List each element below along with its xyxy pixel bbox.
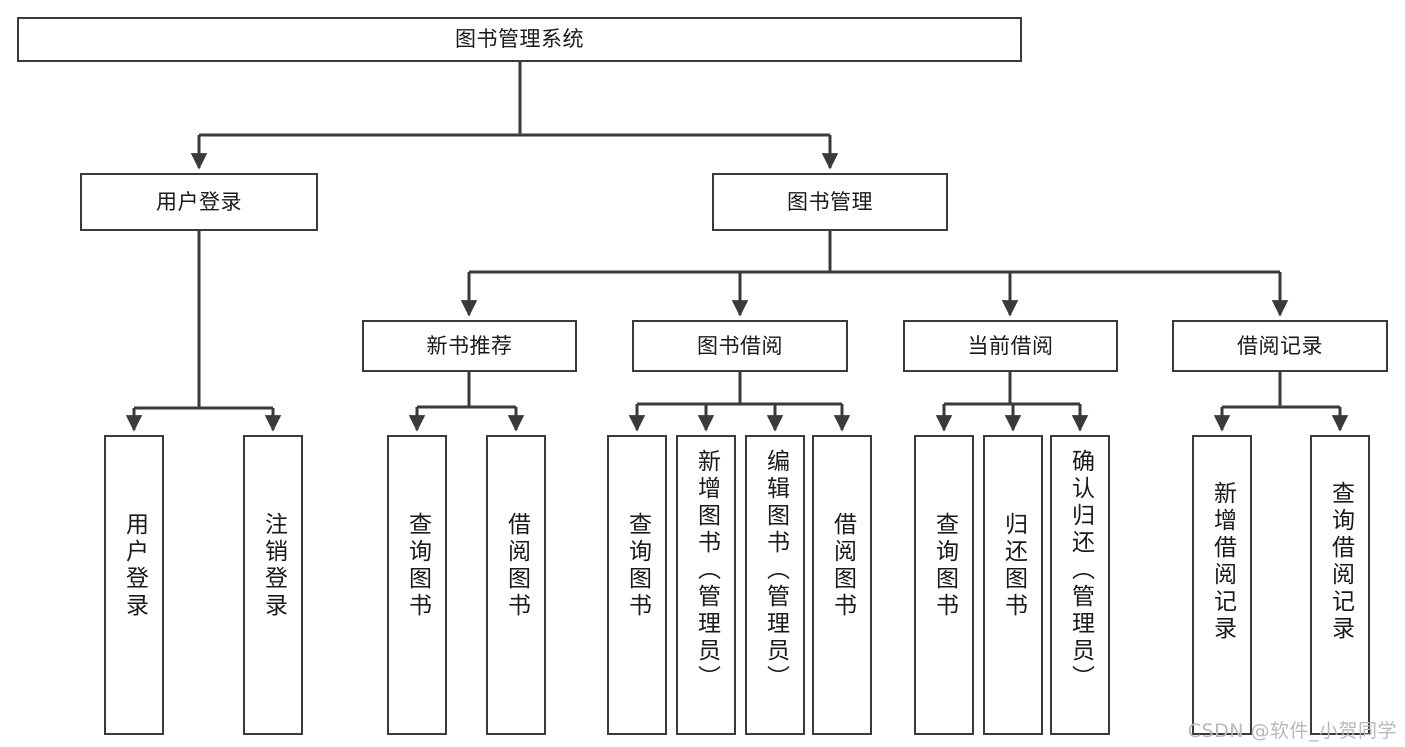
node-leaf-query-book-borrow[interactable]: 查询图书 — [607, 435, 667, 735]
node-book-manage-label: 图书管理 — [787, 189, 873, 214]
node-leaf-query-book-borrow-label: 查询图书 — [624, 512, 651, 620]
node-root[interactable]: 图书管理系统 — [17, 17, 1022, 62]
node-leaf-borrow-book-newbook-label: 借阅图书 — [503, 512, 530, 620]
node-leaf-query-borrow-record[interactable]: 查询借阅记录 — [1310, 435, 1370, 735]
node-leaf-user-login-label: 用户登录 — [121, 512, 148, 620]
node-leaf-logout[interactable]: 注销登录 — [243, 435, 303, 735]
node-root-label: 图书管理系统 — [455, 27, 584, 52]
node-new-book-recommend-label: 新书推荐 — [426, 333, 513, 358]
node-user-login-label: 用户登录 — [156, 189, 242, 214]
node-new-book-recommend[interactable]: 新书推荐 — [362, 320, 577, 372]
node-leaf-query-borrow-record-label: 查询借阅记录 — [1327, 481, 1354, 643]
node-leaf-query-book-current-label: 查询图书 — [931, 512, 958, 620]
node-leaf-add-book-label: 新增图书（管理员） — [693, 449, 720, 692]
node-borrow-record-label: 借阅记录 — [1237, 333, 1323, 358]
node-leaf-borrow-book-borrow-label: 借阅图书 — [829, 512, 856, 620]
node-leaf-query-book-current[interactable]: 查询图书 — [914, 435, 974, 735]
node-current-borrow-label: 当前借阅 — [967, 333, 1054, 358]
node-leaf-user-login[interactable]: 用户登录 — [104, 435, 164, 735]
node-leaf-logout-label: 注销登录 — [260, 512, 287, 620]
node-book-borrow[interactable]: 图书借阅 — [632, 320, 848, 372]
node-leaf-add-borrow-record[interactable]: 新增借阅记录 — [1192, 435, 1252, 735]
node-leaf-query-book-newbook[interactable]: 查询图书 — [387, 435, 447, 735]
node-leaf-borrow-book-newbook[interactable]: 借阅图书 — [486, 435, 546, 735]
csdn-watermark: CSDN @软件_小贺同学 — [1187, 720, 1397, 742]
node-leaf-confirm-return[interactable]: 确认归还（管理员） — [1050, 435, 1110, 735]
node-current-borrow[interactable]: 当前借阅 — [903, 320, 1118, 372]
node-borrow-record[interactable]: 借阅记录 — [1172, 320, 1388, 372]
node-leaf-edit-book[interactable]: 编辑图书（管理员） — [745, 435, 805, 735]
node-leaf-query-book-newbook-label: 查询图书 — [404, 512, 431, 620]
node-user-login[interactable]: 用户登录 — [80, 173, 318, 231]
node-book-manage[interactable]: 图书管理 — [712, 173, 948, 231]
node-leaf-confirm-return-label: 确认归还（管理员） — [1067, 449, 1094, 692]
node-leaf-edit-book-label: 编辑图书（管理员） — [762, 449, 789, 692]
node-book-borrow-label: 图书借阅 — [697, 333, 783, 358]
node-leaf-return-book[interactable]: 归还图书 — [983, 435, 1043, 735]
node-leaf-return-book-label: 归还图书 — [1000, 512, 1027, 620]
node-leaf-add-borrow-record-label: 新增借阅记录 — [1209, 481, 1236, 643]
node-leaf-add-book[interactable]: 新增图书（管理员） — [676, 435, 736, 735]
node-leaf-borrow-book-borrow[interactable]: 借阅图书 — [812, 435, 872, 735]
